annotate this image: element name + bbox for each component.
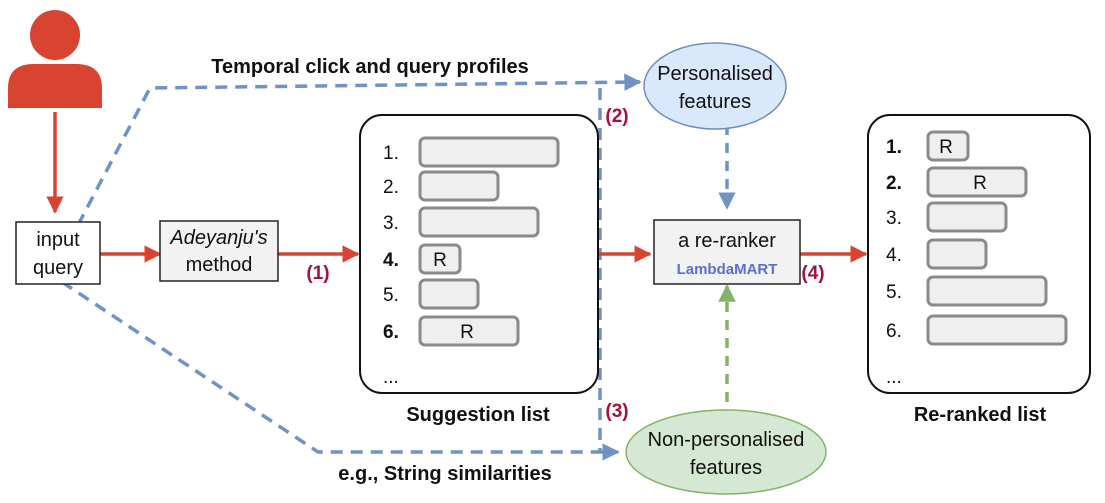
adeyanju-method-box: [159, 220, 279, 282]
adeyanju-method-label-line2: method: [186, 254, 253, 276]
reranked-list-rank: 6.: [886, 321, 902, 342]
step-1-label: (1): [306, 263, 329, 284]
nonpersonalised-features-label-line1: Non-personalised: [648, 429, 805, 451]
personalised-features-label-line1: Personalised: [657, 63, 773, 85]
adeyanju-method-label-line1: Adeyanju's: [169, 227, 267, 249]
suggestion-list-row: 3.: [383, 206, 540, 238]
suggestion-list-rank: 6.: [383, 322, 399, 343]
reranked-list-row: 6.: [886, 314, 1068, 346]
suggestion-list-item-slot: [418, 243, 462, 275]
relevant-marker: R: [973, 173, 987, 194]
reranked-list-rank: 1.: [886, 137, 902, 158]
step-2-label: (2): [605, 106, 628, 127]
reranked-list-item-slot: [926, 314, 1068, 346]
suggestion-list-item-slot: [418, 278, 480, 310]
relevant-marker: R: [939, 137, 953, 158]
suggestion-list-rank: 2.: [383, 177, 399, 198]
suggestion-list-rank: 4.: [383, 250, 399, 271]
reranked-list-rank: 5.: [886, 282, 902, 303]
suggestion-list-item-slot: [418, 170, 500, 202]
nonpersonalised-features-ellipse: [625, 409, 827, 495]
reranked-list-ellipsis: ...: [886, 367, 902, 388]
relevant-marker: R: [433, 250, 447, 271]
input-query-label-line2: query: [33, 257, 83, 279]
reranked-list-item-slot: [926, 238, 988, 270]
reranked-list-row: 1. R: [886, 130, 970, 162]
user-icon: [8, 10, 102, 108]
temporal-profiles-arrow: [76, 73, 642, 226]
reranked-list-item-slot: [926, 275, 1048, 307]
nonpersonalised-features-label-line2: features: [690, 457, 762, 479]
reranker-box: [653, 219, 801, 285]
personalised-features-label-line2: features: [679, 91, 751, 113]
suggestion-list-row: 4. R: [383, 243, 462, 275]
suggestion-list-item-slot: [418, 206, 540, 238]
suggestion-list-row: 5.: [383, 278, 480, 310]
input-query-box: [15, 221, 101, 285]
suggestion-list-rank: 5.: [383, 285, 399, 306]
reranked-list-item-slot: [926, 130, 970, 162]
suggestion-list-rank: 1.: [383, 143, 399, 164]
suggestion-list-rank: 3.: [383, 213, 399, 234]
lambdamart-label: LambdaMART: [677, 261, 778, 278]
reranked-list-rank: 4.: [886, 245, 902, 266]
suggestion-list-row: 2.: [383, 170, 500, 202]
reranked-list-row: 5.: [886, 275, 1048, 307]
reranked-list-row: 3.: [886, 201, 1008, 233]
reranked-list-row: 4.: [886, 238, 988, 270]
input-query-label-line1: input: [36, 229, 80, 251]
reranked-list-item-slot: [926, 166, 1028, 198]
suggestion-list-title: Suggestion list: [406, 404, 550, 426]
reranked-list-rank: 2.: [886, 173, 902, 194]
suggestion-list-row: 6. R: [383, 315, 520, 347]
reranked-list-item-slot: [926, 201, 1008, 233]
reranker-label: a re-ranker: [678, 230, 776, 252]
suggestion-list-rows: 1. 2. 3. 4. R 5. 6. R: [383, 136, 560, 347]
reranked-list-row: 2. R: [886, 166, 1028, 198]
string-similarities-label: e.g., String similarities: [338, 463, 551, 485]
suggestion-list-ellipsis: ...: [383, 367, 399, 388]
suggestion-list-item-slot: [418, 136, 560, 168]
temporal-profiles-label: Temporal click and query profiles: [211, 56, 529, 78]
step-3-label: (3): [605, 401, 628, 422]
personalised-features-ellipse: [643, 42, 787, 130]
suggestion-list-row: 1.: [383, 136, 560, 168]
step-4-label: (4): [801, 263, 824, 284]
reranked-list-title: Re-ranked list: [914, 404, 1047, 426]
reranked-list-rows: 1. R 2. R 3. 4. 5. 6.: [886, 130, 1068, 346]
suggestion-list-item-slot: [418, 315, 520, 347]
reranked-list-rank: 3.: [886, 208, 902, 229]
relevant-marker: R: [460, 322, 474, 343]
string-similarities-arrow: [61, 280, 620, 461]
